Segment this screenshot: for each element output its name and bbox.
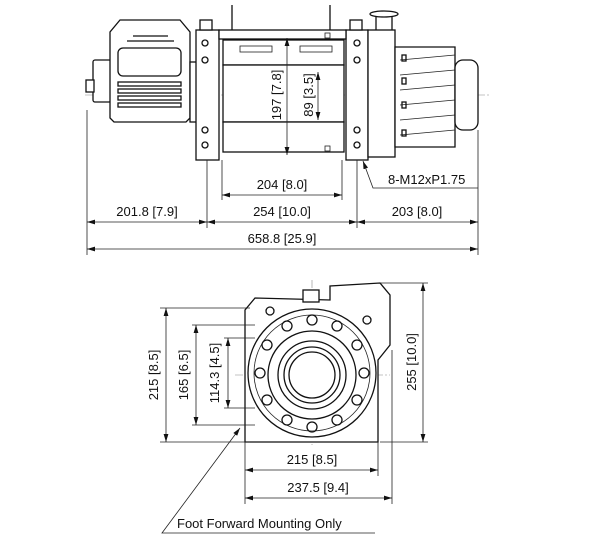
dim-total-width: 237.5 [9.4]	[287, 480, 348, 495]
side-view: 197 [7.8] 89 [3.5] 204 [8.0] 201.8 [7.9]…	[85, 5, 490, 255]
dim-frame: 254 [10.0]	[253, 204, 311, 219]
dim-mount-height: 215 [8.5]	[146, 350, 161, 401]
dim-gearbox: 203 [8.0]	[392, 204, 443, 219]
dim-drum-core: 89 [3.5]	[301, 73, 316, 116]
dim-drum-width: 204 [8.0]	[257, 177, 308, 192]
bolt-callout: 8-M12xP1.75	[388, 172, 465, 187]
dim-overall: 658.8 [25.9]	[248, 231, 317, 246]
dim-bolt-spacing: 165 [6.5]	[176, 350, 191, 401]
dim-mount-width: 215 [8.5]	[287, 452, 338, 467]
dim-drum-height: 197 [7.8]	[269, 70, 284, 121]
motor	[85, 19, 199, 123]
dim-bolt-inner: 114.3 [4.5]	[207, 343, 222, 403]
flange-bolts	[254, 306, 372, 433]
mounting-note: Foot Forward Mounting Only	[177, 516, 342, 531]
dim-motor: 201.8 [7.9]	[116, 204, 177, 219]
gearbox	[367, 10, 479, 158]
frame	[195, 5, 369, 161]
end-view: 215 [8.5] 165 [6.5] 114.3 [4.5] 255 [10.…	[146, 280, 428, 534]
dim-total-height: 255 [10.0]	[404, 333, 419, 391]
